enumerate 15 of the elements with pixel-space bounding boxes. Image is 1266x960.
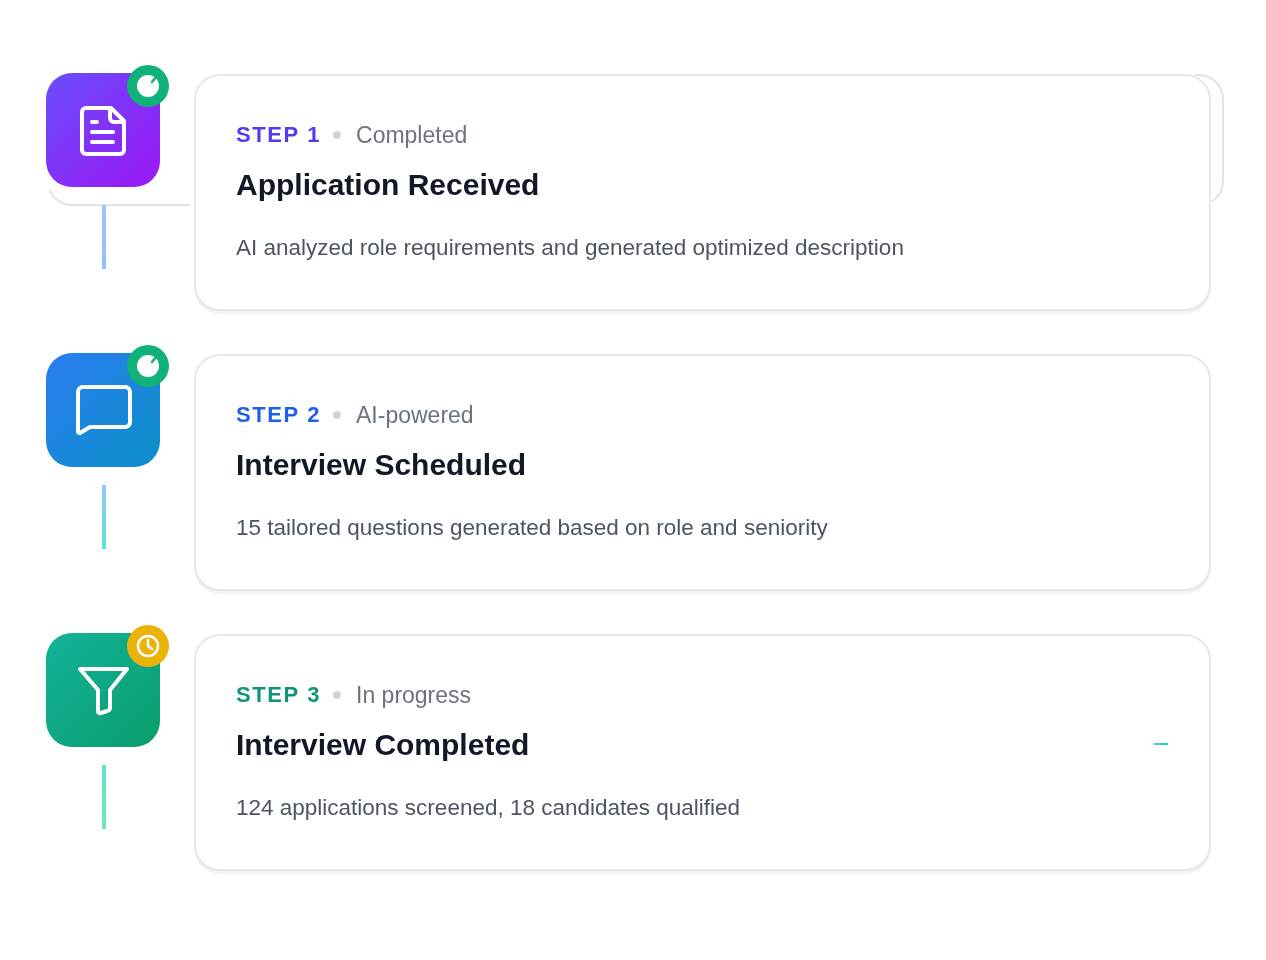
step-label: STEP 1 [236, 121, 321, 149]
status-text: In progress [356, 681, 472, 710]
step-title: Interview Completed [236, 727, 530, 763]
step-title: Application Received [236, 167, 540, 203]
step-title: Interview Scheduled [236, 447, 527, 483]
step-description: 15 tailored questions generated based on role and seniority [236, 514, 828, 542]
step-description: 124 applications screened, 18 candidates qualified [236, 794, 741, 822]
step-description: AI analyzed role requirements and generated optimized description [236, 234, 904, 262]
step-card [194, 354, 1211, 591]
step-card [194, 634, 1211, 871]
status-text: AI-powered [356, 401, 474, 430]
step-label: STEP 3 [236, 681, 321, 709]
step-label: STEP 2 [236, 401, 321, 429]
status-text: Completed [356, 121, 468, 150]
step-card [194, 74, 1211, 311]
